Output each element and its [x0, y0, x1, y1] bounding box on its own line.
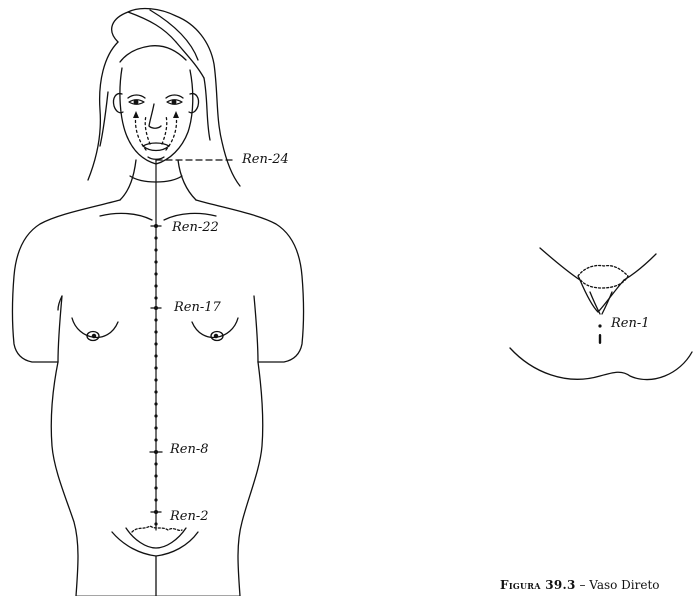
face-outline — [113, 68, 198, 164]
eyes — [128, 95, 183, 104]
breasts — [72, 318, 238, 341]
face-branch-arrows — [135, 114, 176, 150]
caption-rest: – Vaso Direto — [576, 578, 660, 592]
label-ren-2: Ren-2 — [170, 510, 209, 524]
ren1-marks — [598, 324, 601, 344]
face-arrowheads — [133, 111, 179, 118]
caption-lead: Figura 39.3 — [500, 578, 576, 592]
nose-mouth — [143, 104, 169, 159]
label-ren-1: Ren-1 — [611, 317, 650, 331]
perineum-outline — [510, 248, 692, 380]
label-ren-24: Ren-24 — [242, 153, 289, 167]
figure-caption: Figura 39.3 – Vaso Direto — [500, 578, 660, 592]
torso-outline — [13, 200, 304, 596]
neck-outline — [120, 160, 196, 200]
label-ren-17: Ren-17 — [174, 301, 221, 315]
label-ren-8: Ren-8 — [170, 443, 209, 457]
label-ren-22: Ren-22 — [172, 221, 219, 235]
pubic-area — [112, 526, 198, 596]
